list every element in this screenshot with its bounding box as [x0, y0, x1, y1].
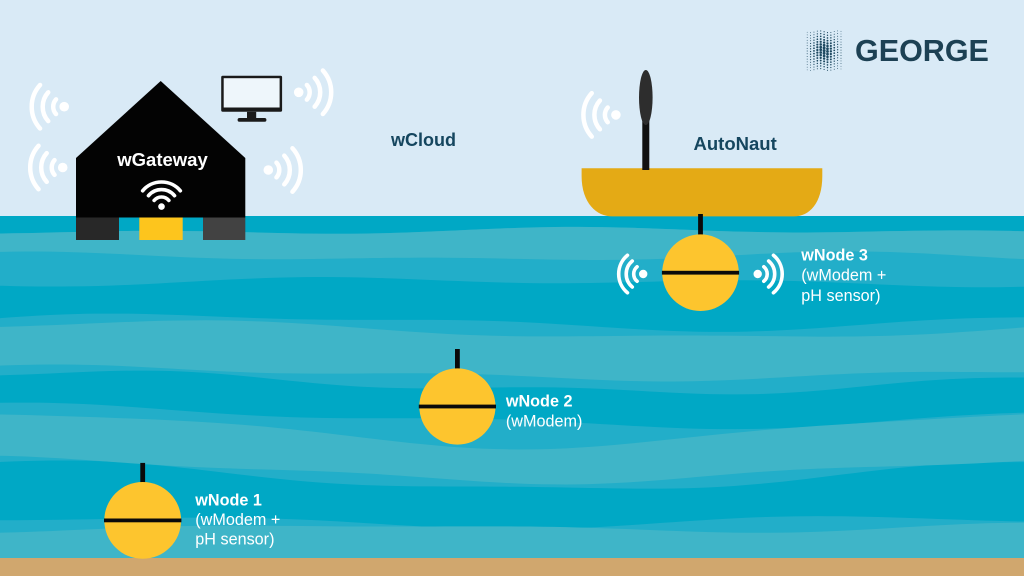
svg-text:wNode 2: wNode 2: [505, 392, 573, 410]
svg-text:wGateway: wGateway: [116, 149, 208, 170]
svg-text:(wModem +: (wModem +: [195, 511, 280, 529]
svg-text:(wModem +: (wModem +: [801, 267, 886, 285]
svg-text:wNode 3: wNode 3: [800, 246, 868, 264]
svg-text:GEORGE: GEORGE: [855, 34, 989, 68]
svg-text:pH sensor): pH sensor): [195, 530, 274, 548]
svg-text:pH sensor): pH sensor): [801, 287, 880, 305]
svg-text:(wModem): (wModem): [506, 413, 582, 431]
svg-text:AutoNaut: AutoNaut: [694, 133, 777, 154]
svg-text:wCloud: wCloud: [390, 130, 456, 150]
svg-text:wNode 1: wNode 1: [194, 492, 262, 510]
